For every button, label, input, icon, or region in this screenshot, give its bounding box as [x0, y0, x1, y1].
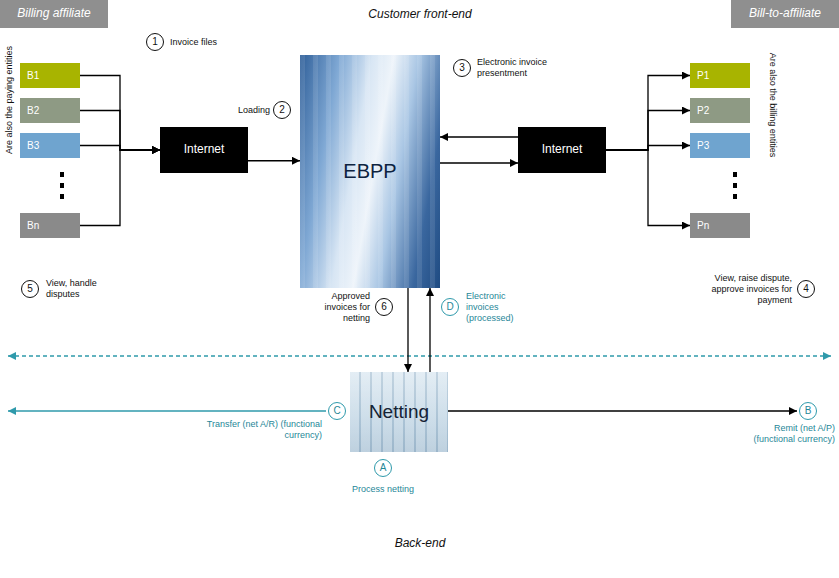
node-text: P1: [697, 70, 709, 82]
affiliate-box: P3: [690, 133, 750, 158]
flow-arrow: [248, 160, 300, 161]
callout-letter: B: [799, 402, 817, 420]
ellipsis-dot: [60, 194, 64, 199]
node-text: Bn: [27, 220, 39, 232]
node-text: EBPP: [343, 160, 396, 183]
flow-arrow: [606, 150, 690, 226]
step-label: Process netting: [352, 484, 414, 495]
flow-arrow: [440, 162, 518, 163]
ellipsis-dot: [733, 194, 737, 199]
step-label: View, handle disputes: [46, 278, 110, 300]
node-text: B1: [27, 70, 39, 82]
callout-letter: D: [441, 298, 459, 316]
callout-number: 6: [375, 298, 393, 316]
flow-arrow: [80, 146, 160, 151]
node-text: P2: [697, 105, 709, 117]
callout-number: 3: [453, 59, 471, 77]
affiliate-box: Bn: [20, 213, 80, 238]
network-box: Internet: [160, 127, 248, 173]
step-label: Electronic invoices (processed): [466, 291, 524, 324]
flow-arrow: [80, 111, 160, 151]
transfer-arrow: [8, 410, 326, 411]
platform-box: EBPP: [300, 55, 440, 288]
front-back-divider: [8, 355, 831, 357]
callout-number: 2: [273, 101, 291, 119]
flow-arrow: [407, 288, 408, 372]
flow-arrow: [606, 76, 690, 151]
step-label: Approved invoices for netting: [308, 291, 370, 324]
node-text: B2: [27, 105, 39, 117]
flow-arrow: [440, 136, 518, 137]
node-text: Billing affiliate: [17, 7, 90, 21]
affiliate-box: Pn: [690, 213, 750, 238]
ellipsis-dot: [60, 183, 64, 188]
node-text: Internet: [542, 143, 583, 157]
side-note: Are also the billing entities: [767, 53, 778, 158]
header-box: Bill-to-affiliate: [731, 0, 839, 28]
step-label: Remit (net A/P) (functional currency): [739, 423, 835, 445]
netting-box: Netting: [350, 372, 448, 452]
ellipsis-dot: [60, 172, 64, 177]
callout-number: 1: [146, 33, 164, 51]
step-label: View, raise dispute, approve invoices fo…: [692, 273, 792, 306]
flow-arrow: [80, 150, 160, 226]
node-text: Internet: [184, 143, 225, 157]
side-note: Are also the paying entities: [4, 46, 15, 154]
step-label: Loading: [238, 105, 270, 116]
affiliate-box: B1: [20, 63, 80, 88]
step-label: Electronic invoice presentment: [477, 57, 561, 79]
affiliate-box: P2: [690, 98, 750, 123]
affiliate-box: B2: [20, 98, 80, 123]
node-text: B3: [27, 140, 39, 152]
header-box: Billing affiliate: [0, 0, 108, 28]
flow-arrow: [606, 111, 690, 151]
flow-arrow: [429, 288, 430, 372]
node-text: Netting: [369, 401, 429, 423]
affiliate-box: B3: [20, 133, 80, 158]
node-text: P3: [697, 140, 709, 152]
ellipsis-dot: [733, 183, 737, 188]
affiliate-box: P1: [690, 63, 750, 88]
callout-letter: A: [374, 459, 392, 477]
ellipsis-dot: [733, 172, 737, 177]
node-text: Pn: [697, 220, 709, 232]
flow-arrow: [80, 76, 160, 151]
node-text: Bill-to-affiliate: [749, 7, 821, 21]
flow-arrow: [606, 146, 690, 151]
step-label: Transfer (net A/R) (functional currency): [202, 419, 322, 441]
callout-letter: C: [328, 402, 346, 420]
step-label: Invoice files: [170, 37, 217, 48]
section-heading: Customer front-end: [368, 7, 471, 21]
section-heading: Back-end: [395, 536, 446, 550]
network-box: Internet: [518, 127, 606, 173]
remit-arrow: [448, 410, 797, 411]
callout-number: 5: [21, 280, 39, 298]
callout-number: 4: [797, 280, 815, 298]
